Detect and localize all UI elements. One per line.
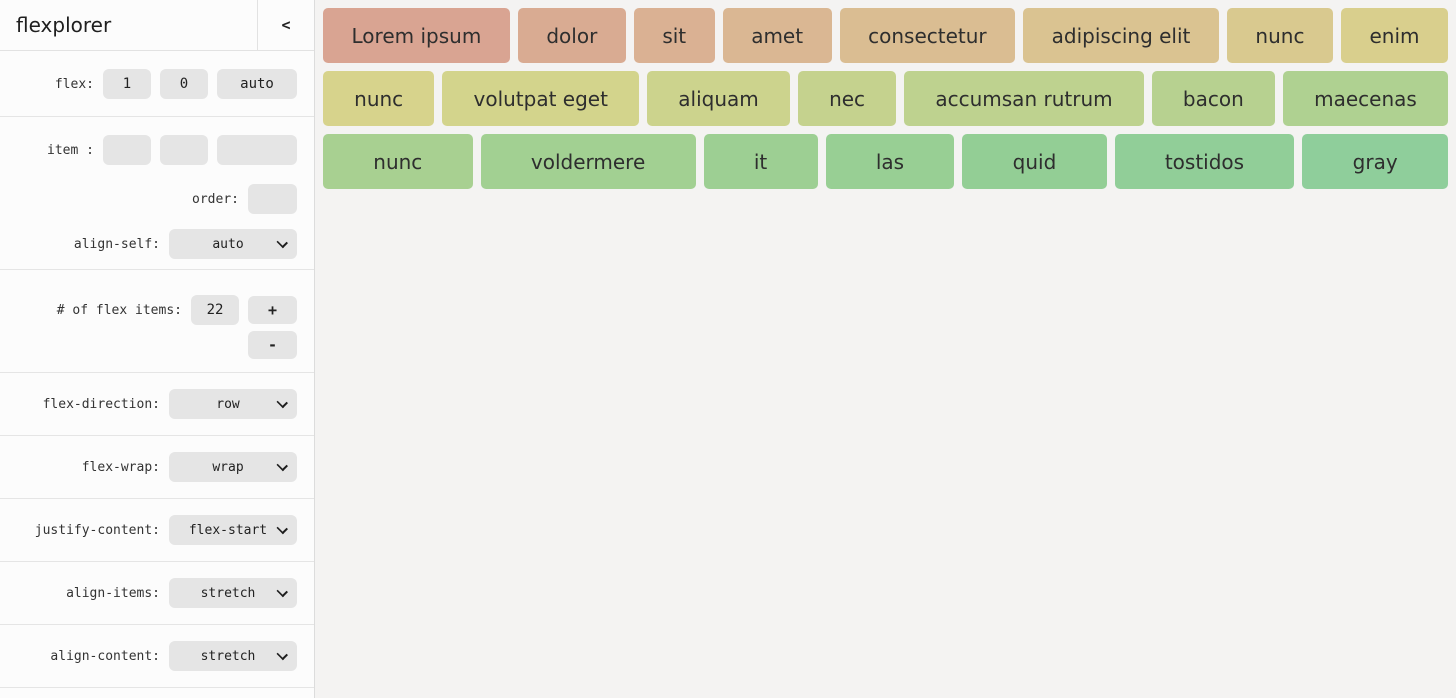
align-content-label: align-content: bbox=[50, 648, 160, 664]
count-row-controls: # of flex items: + bbox=[0, 295, 297, 325]
chevron-left-icon: < bbox=[281, 16, 291, 34]
chevron-down-icon bbox=[278, 525, 286, 533]
flex-item[interactable]: aliquam bbox=[647, 71, 790, 126]
flex-item[interactable]: nunc bbox=[323, 71, 435, 126]
align-self-label: align-self: bbox=[73, 236, 160, 252]
flex-wrap-label: flex-wrap: bbox=[81, 459, 160, 475]
chevron-down-icon bbox=[278, 399, 286, 407]
flex-item[interactable]: consectetur bbox=[839, 8, 1016, 63]
flex-item[interactable]: amet bbox=[722, 8, 832, 63]
flex-item[interactable]: las bbox=[825, 134, 955, 189]
item-count-label: # of flex items: bbox=[56, 302, 182, 318]
item-row-controls: item : bbox=[0, 135, 297, 165]
flex-wrap-select[interactable]: wrap bbox=[169, 452, 297, 482]
align-content-select[interactable]: stretch bbox=[169, 641, 297, 671]
section-flex-direction: flex-direction: row bbox=[0, 373, 314, 436]
order-label: order: bbox=[192, 191, 239, 207]
justify-content-select[interactable]: flex-start bbox=[169, 515, 297, 545]
flex-item[interactable]: nec bbox=[797, 71, 897, 126]
app-title: flexplorer bbox=[16, 13, 112, 37]
order-input[interactable] bbox=[248, 184, 297, 214]
align-content-value: stretch bbox=[200, 648, 256, 664]
align-self-value: auto bbox=[212, 236, 244, 252]
flex-item[interactable]: it bbox=[703, 134, 818, 189]
section-justify-content: justify-content: flex-start bbox=[0, 499, 314, 562]
flex-item[interactable]: enim bbox=[1340, 8, 1449, 63]
align-self-row-controls: align-self: auto bbox=[0, 229, 297, 259]
flex-direction-value: row bbox=[216, 396, 240, 412]
flex-label: flex: bbox=[54, 76, 94, 92]
titlebar: flexplorer < bbox=[0, 0, 314, 51]
flex-item[interactable]: adipiscing elit bbox=[1023, 8, 1219, 63]
remove-item-button[interactable]: - bbox=[248, 331, 297, 359]
section-align-content: align-content: stretch bbox=[0, 625, 314, 688]
sidebar: flexplorer < flex: item : order: align-s… bbox=[0, 0, 315, 698]
flex-item[interactable]: nunc bbox=[323, 134, 473, 189]
chevron-down-icon bbox=[278, 239, 286, 247]
section-item: item : order: align-self: auto bbox=[0, 117, 314, 270]
flex-row-controls: flex: bbox=[0, 69, 297, 99]
justify-content-value: flex-start bbox=[188, 522, 268, 538]
justify-content-label: justify-content: bbox=[34, 522, 160, 538]
flex-item[interactable]: maecenas bbox=[1282, 71, 1448, 126]
add-item-button[interactable]: + bbox=[248, 296, 297, 324]
item-flex-grow-input[interactable] bbox=[103, 135, 151, 165]
count-row-decrement: - bbox=[0, 331, 297, 359]
flex-item[interactable]: voldermere bbox=[480, 134, 696, 189]
order-row-controls: order: bbox=[0, 184, 297, 214]
flex-grow-input[interactable] bbox=[103, 69, 151, 99]
flex-item[interactable]: dolor bbox=[517, 8, 626, 63]
align-items-select[interactable]: stretch bbox=[169, 578, 297, 608]
align-self-select[interactable]: auto bbox=[169, 229, 297, 259]
flex-wrap-value: wrap bbox=[212, 459, 244, 475]
flex-item[interactable]: Lorem ipsum bbox=[323, 8, 510, 63]
align-items-value: stretch bbox=[200, 585, 256, 601]
flex-item[interactable]: tostidos bbox=[1114, 134, 1295, 189]
flex-shrink-input[interactable] bbox=[160, 69, 208, 99]
flex-item[interactable]: accumsan rutrum bbox=[904, 71, 1144, 126]
item-label: item : bbox=[47, 142, 94, 158]
align-items-label: align-items: bbox=[66, 585, 160, 601]
chevron-down-icon bbox=[278, 651, 286, 659]
collapse-sidebar-button[interactable]: < bbox=[257, 0, 314, 50]
chevron-down-icon bbox=[278, 588, 286, 596]
flex-basis-input[interactable] bbox=[217, 69, 297, 99]
flex-item[interactable]: nunc bbox=[1226, 8, 1333, 63]
flex-item[interactable]: quid bbox=[962, 134, 1107, 189]
item-count-input[interactable] bbox=[191, 295, 239, 325]
flex-item[interactable]: gray bbox=[1302, 134, 1448, 189]
section-flex-wrap: flex-wrap: wrap bbox=[0, 436, 314, 499]
section-item-count: # of flex items: + - bbox=[0, 270, 314, 373]
flex-item[interactable]: bacon bbox=[1151, 71, 1275, 126]
flex-direction-label: flex-direction: bbox=[42, 396, 160, 412]
chevron-down-icon bbox=[278, 462, 286, 470]
item-flex-shrink-input[interactable] bbox=[160, 135, 208, 165]
section-align-items: align-items: stretch bbox=[0, 562, 314, 625]
flex-direction-select[interactable]: row bbox=[169, 389, 297, 419]
item-flex-basis-input[interactable] bbox=[217, 135, 297, 165]
flex-item[interactable]: sit bbox=[633, 8, 715, 63]
flex-item[interactable]: volutpat eget bbox=[442, 71, 640, 126]
section-flex: flex: bbox=[0, 51, 314, 117]
